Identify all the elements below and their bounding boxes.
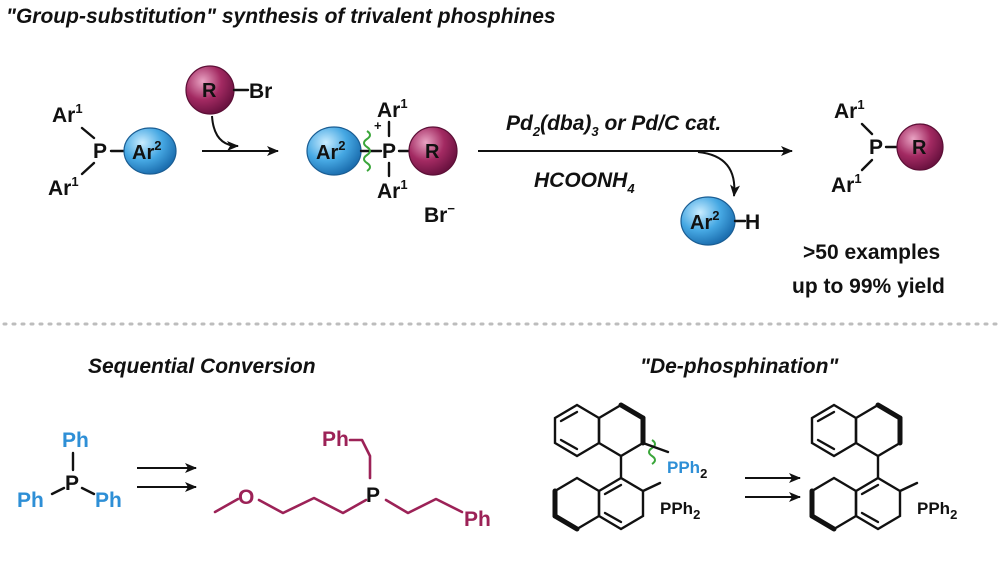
wedge-bond — [552, 513, 580, 532]
ar1-bottom-label: Ar1 — [831, 171, 862, 197]
phosphonium-intermediate: Ar2 + P Ar1 Ar1 R Br− — [306, 96, 458, 227]
reductant-conditions: HCOONH4 — [534, 169, 635, 196]
bond — [816, 410, 836, 423]
scheme-title: "Group-substitution" synthesis of trival… — [6, 5, 556, 28]
byproduct-arene: Ar2 H — [680, 196, 760, 246]
phosphorus-label: P — [93, 140, 107, 163]
dephosphination-heading: "De-phosphination" — [640, 355, 839, 378]
bond — [603, 511, 623, 524]
bond — [898, 481, 919, 493]
ar1-bottom-label: Ar1 — [377, 177, 408, 203]
scope-note-yield: up to 99% yield — [792, 275, 945, 298]
oxygen-label: O — [238, 486, 254, 509]
bond — [80, 126, 96, 140]
phosphorus-label: P — [869, 136, 883, 159]
ar2-label: Ar2 — [132, 138, 161, 164]
pph2-cleaved-label: PPh2 — [667, 458, 707, 481]
bond — [860, 483, 880, 496]
br-label: Br — [249, 80, 272, 103]
phenethyl-chain — [384, 497, 464, 515]
bond — [641, 441, 670, 454]
byproduct-curved-arrow — [697, 151, 741, 197]
start-phosphine: Ar1 P Ar1 Ar2 — [48, 101, 177, 200]
r-label: R — [202, 80, 217, 102]
wedge-bond — [618, 402, 646, 421]
dephosphinated-product: PPh2 — [809, 402, 957, 532]
ph-top-label: Ph — [322, 428, 349, 451]
binap-derivative: PPh2 PPh2 — [552, 402, 707, 532]
ar1-top-label: Ar1 — [377, 96, 408, 122]
bond — [559, 438, 579, 451]
benzyl-chain — [348, 438, 372, 480]
bond — [860, 511, 880, 524]
ar2-ball — [123, 127, 177, 175]
pph2-label: PPh2 — [660, 499, 700, 522]
ar1-top-label: Ar1 — [52, 101, 83, 127]
pph2-label: PPh2 — [917, 499, 957, 522]
ar2-label: Ar2 — [690, 208, 719, 234]
bond — [80, 486, 96, 496]
r-label: R — [912, 137, 927, 159]
bond — [603, 483, 623, 496]
ph-right-label: Ph — [95, 489, 122, 512]
bromide-counterion: Br− — [424, 201, 455, 227]
bond — [50, 486, 66, 496]
reagent-curved-arrow — [211, 115, 239, 151]
bond — [80, 161, 96, 176]
product-phosphine: Ar1 P Ar1 R — [831, 97, 944, 197]
wedge-bond — [875, 402, 903, 421]
phosphorus-label: P — [65, 472, 79, 495]
wedge-bond — [809, 513, 837, 532]
r-ball — [896, 123, 944, 171]
ph-right-label: Ph — [464, 508, 491, 531]
methoxypropyl-chain — [213, 497, 240, 514]
r-label: R — [425, 141, 440, 163]
sequential-product: Ph O P Ph — [213, 428, 491, 531]
positive-charge: + — [374, 118, 382, 133]
bond — [559, 410, 579, 423]
ar1-bottom-label: Ar1 — [48, 174, 79, 200]
bond — [860, 158, 874, 172]
ph-top-label: Ph — [62, 429, 89, 452]
bond — [641, 481, 662, 493]
ar1-top-label: Ar1 — [834, 97, 865, 123]
ph-left-label: Ph — [17, 489, 44, 512]
r-ball — [408, 126, 458, 176]
catalyst-conditions: Pd2(dba)3 or Pd/C cat. — [506, 112, 721, 139]
bond-cleavage-wavy-line — [363, 130, 371, 172]
h-label: H — [745, 211, 760, 234]
bond — [816, 438, 836, 451]
phosphorus-label: P — [382, 140, 396, 163]
reagent-alkyl-bromide: R Br — [185, 65, 272, 115]
bond — [860, 122, 874, 136]
ar2-label: Ar2 — [316, 138, 345, 164]
methoxypropyl-chain — [257, 496, 368, 515]
triphenylphosphine: Ph P Ph Ph — [17, 429, 122, 512]
bond-cleavage-wavy-line — [648, 439, 656, 465]
sequential-conversion-heading: Sequential Conversion — [88, 355, 316, 378]
phosphorus-label: P — [366, 484, 380, 507]
scope-note-examples: >50 examples — [803, 241, 940, 264]
